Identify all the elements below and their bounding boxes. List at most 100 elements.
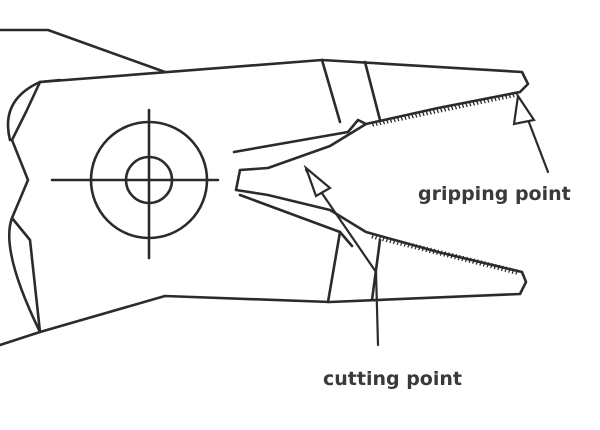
body-inner-top	[38, 78, 62, 84]
jaw-tooth	[421, 110, 425, 117]
jaw-tooth	[454, 104, 457, 110]
jaw-tooth	[428, 109, 432, 115]
jaw-tooth	[436, 107, 439, 114]
jaw-tooth	[371, 121, 375, 127]
jaw-tooth	[482, 98, 486, 104]
pliers-outline	[0, 28, 530, 347]
jaw-tooth	[504, 266, 508, 272]
upper-joint-line-2	[363, 60, 382, 122]
jaw-tooth	[443, 106, 447, 112]
jaw-tooth	[382, 236, 385, 242]
jaw-tooth	[443, 251, 447, 257]
jaw-tooth	[371, 233, 375, 239]
jaw-tooth	[457, 254, 461, 261]
left-curve-lower	[7, 216, 42, 334]
jaw-tooth	[425, 110, 429, 116]
jaw-tooth	[497, 95, 501, 101]
jaw-tooth	[392, 116, 396, 123]
jaw-tooth	[511, 92, 515, 98]
cutting-pointer-arrowhead	[303, 164, 332, 198]
jaw-tooth	[468, 101, 472, 107]
jaw-tooth	[454, 254, 457, 260]
jaw-tooth	[403, 114, 407, 120]
jaw-tooth	[486, 97, 490, 103]
jaw-tooth	[414, 244, 418, 250]
jaw-tooth	[490, 263, 493, 269]
jaw-tooth	[374, 120, 378, 126]
gripping-point-label: gripping point	[418, 183, 571, 205]
jaw-tooth	[515, 269, 519, 275]
jaw-tooth	[472, 258, 475, 264]
jaw-tooth	[400, 240, 403, 246]
jaw-tooth	[428, 247, 432, 254]
jaw-tooth	[385, 118, 389, 124]
jaw-tooth	[475, 259, 479, 265]
jaw-tooth	[407, 113, 411, 120]
jaw-tooth	[493, 263, 497, 270]
jaw-tooth	[378, 119, 382, 126]
jaw-tooth	[468, 257, 472, 263]
jaw-tooth	[464, 101, 468, 108]
jaw-tooth	[457, 103, 461, 109]
pivot-joint	[50, 108, 220, 260]
jaw-tooth	[389, 237, 393, 244]
jaw-tooth	[475, 99, 479, 105]
jaw-tooth	[493, 95, 497, 102]
lower-joint-line-2	[370, 238, 382, 302]
cutting-pointer-line	[374, 270, 380, 347]
jaw-tooth	[446, 105, 450, 111]
jaw-tooth	[497, 264, 501, 271]
upper-handle	[0, 28, 167, 74]
jaw-tooth	[414, 112, 418, 118]
left-curve	[6, 80, 42, 142]
jaw-tooth	[396, 239, 400, 245]
jaw-tooth	[450, 253, 454, 259]
jaw-tooth	[446, 252, 450, 258]
upper-cutting-edge	[232, 118, 368, 154]
jaw-tooth	[482, 261, 486, 267]
jaw-tooth	[410, 243, 414, 249]
gripping-pointer-arrowhead	[512, 92, 536, 126]
jaw-tooth	[410, 113, 414, 119]
jaw-tooth	[382, 119, 385, 125]
jaw-tooth	[464, 256, 468, 263]
jaw-tooth	[436, 249, 439, 255]
pointers	[303, 92, 550, 347]
jaw-tooth	[385, 236, 389, 243]
jaw-tooth	[432, 248, 436, 254]
cutting-point-label: cutting point	[323, 368, 462, 390]
jaw-tooth	[504, 93, 508, 99]
jaw-tooth	[461, 255, 465, 262]
jaw-tooth	[439, 107, 443, 113]
jaw-tooth	[490, 96, 493, 102]
jaw-tooth	[486, 262, 490, 268]
jaw-tooth	[500, 265, 504, 272]
jaw-tooth	[511, 268, 515, 274]
jaw-tooth	[439, 250, 443, 256]
jaw-tooth	[479, 260, 483, 266]
jaw-tooth	[407, 242, 411, 248]
jaw-tooth	[400, 115, 403, 121]
jaw-tooth	[508, 267, 511, 273]
jaw-tooth	[392, 238, 396, 245]
jaw-tooth	[418, 245, 421, 251]
jaw-tooth	[374, 234, 378, 240]
jaw-tooth	[479, 98, 483, 105]
upper-joint-line-1	[320, 58, 342, 124]
jaw-tooth	[461, 102, 465, 108]
jaw-serrations	[371, 91, 519, 275]
jaw-tooth	[418, 111, 421, 117]
pliers-body	[10, 58, 530, 334]
jaw-tooth	[472, 100, 475, 106]
jaw-tooth	[389, 117, 393, 123]
jaw-tooth	[396, 116, 400, 122]
jaw-tooth	[500, 94, 504, 100]
jaw-tooth	[421, 245, 425, 252]
jaw-tooth	[450, 104, 454, 111]
jaw-tooth	[378, 235, 382, 241]
lower-handle	[0, 330, 42, 347]
jaw-tooth	[425, 246, 429, 253]
jaw-tooth	[508, 92, 511, 99]
